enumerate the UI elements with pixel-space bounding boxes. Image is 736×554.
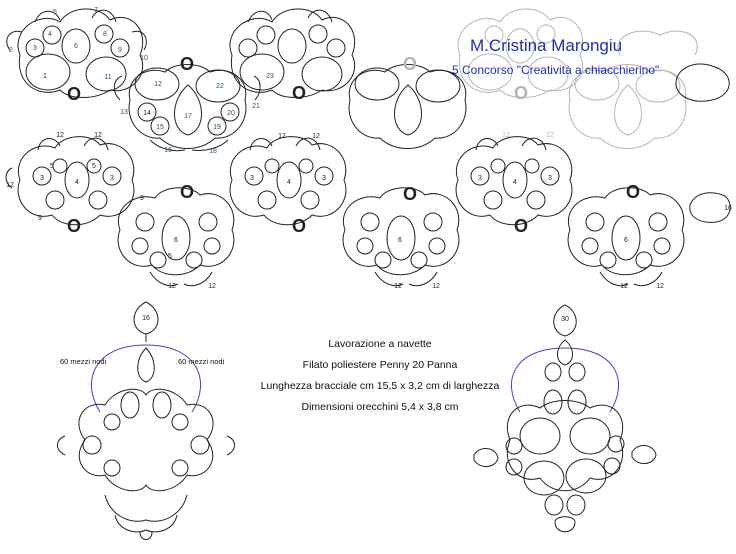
- bracelet-count-15: 12: [278, 133, 286, 140]
- bracelet-count-8: 4: [75, 179, 79, 186]
- ring-label-top-11: 11: [104, 74, 111, 81]
- bracelet-count-21: 12: [394, 283, 402, 290]
- ring-label-top-17: 17: [184, 113, 192, 120]
- author-title: M.Cristina Marongiu: [470, 36, 623, 55]
- contest-subtitle: 5 Concorso "Creatività a chiacchierino": [452, 63, 660, 77]
- bracelet-count-10: 9: [140, 195, 144, 202]
- ring-label-top-13: 13: [120, 109, 128, 116]
- ring-label-top-10: 10: [140, 55, 148, 62]
- ring-label-top-21: 21: [252, 103, 260, 110]
- bracelet-count-24: 12: [546, 132, 554, 139]
- bracelet-count-13: 12: [168, 283, 176, 290]
- ring-label-top-5: 5: [53, 9, 57, 16]
- bracelet-count-12: 6: [174, 237, 178, 244]
- ring-label-top-12: 12: [154, 81, 162, 88]
- bead-11: O: [626, 182, 640, 202]
- bracelet-count-30: 12: [656, 283, 664, 290]
- earring-left-drawing: [57, 301, 235, 540]
- bead-1: O: [67, 84, 81, 104]
- bracelet-count-11: 5: [168, 253, 172, 260]
- ring-label-top-14: 14: [143, 110, 151, 117]
- bracelet-count-6: 3: [40, 175, 44, 182]
- ring-label-top-18: 18: [209, 148, 217, 155]
- instruction-line-3: Lunghezza bracciale cm 15,5 x 3,2 cm di …: [260, 380, 500, 392]
- bracelet-count-14: 12: [208, 283, 216, 290]
- ring-label-top-19: 19: [213, 124, 221, 131]
- bracelet-count-22: 12: [432, 283, 440, 290]
- bracelet-count-9: 9: [38, 215, 42, 222]
- bracelet-count-27: 3: [548, 175, 552, 182]
- ring-label-top-7: 7: [94, 7, 98, 14]
- instruction-line-4: Dimensioni orecchini 5,4 x 3,8 cm: [301, 401, 459, 413]
- bracelet-count-19: 3: [322, 175, 326, 182]
- bracelet-count-3: 12: [6, 182, 14, 189]
- bracelet-count-20: 6: [398, 237, 402, 244]
- instruction-line-2: Filato poliestere Penny 20 Panna: [302, 359, 458, 371]
- bracelet-count-1: 12: [56, 132, 64, 139]
- bead-10: O: [514, 216, 528, 236]
- ring-label-top-1: 1: [43, 73, 47, 80]
- bracelet-count-5: 5: [92, 163, 96, 170]
- bracelet-end-ring: [689, 192, 731, 223]
- bracelet-count-23: 12: [502, 132, 510, 139]
- bracelet-count-26: 3: [478, 175, 482, 182]
- bracelet-count-17: 4: [287, 179, 291, 186]
- ring-label-top-4: 4: [48, 31, 52, 38]
- earring-right-top-ring-label: 30: [561, 316, 569, 323]
- top-motif-3: [229, 8, 356, 98]
- bead-6: O: [67, 216, 81, 236]
- instruction-line-1: Lavorazione a navette: [328, 338, 432, 350]
- bracelet-count-28: 6: [624, 237, 628, 244]
- ring-label-top-3: 3: [33, 45, 37, 52]
- ring-label-top-2: 2: [9, 47, 13, 54]
- earring-left-label-left: 60 mezzi nodi: [60, 357, 107, 366]
- bracelet-count-16: 12: [312, 133, 320, 140]
- top-motif-4-partial: [348, 64, 467, 149]
- top-motif-2: [113, 64, 261, 152]
- instructions-block: Lavorazione a navette Filato poliestere …: [230, 334, 530, 418]
- bead-8: O: [292, 216, 306, 236]
- bracelet-row: [5, 136, 731, 287]
- ring-label-top-23: 23: [266, 73, 274, 80]
- bracelet-count-29: 12: [620, 283, 628, 290]
- bracelet-count-31: 16: [724, 205, 732, 212]
- bracelet-count-25: 4: [513, 179, 517, 186]
- bead-9: O: [403, 184, 417, 204]
- ring-label-top-16: 16: [164, 147, 172, 154]
- earring-right-drawing: [473, 304, 657, 533]
- bead-2: O: [180, 54, 194, 74]
- faded-continuation: [457, 8, 698, 149]
- top-band-end-ring: [675, 63, 730, 102]
- bead-5: O: [514, 83, 528, 103]
- ring-label-top-15: 15: [156, 124, 164, 131]
- bracelet-count-7: 3: [110, 175, 114, 182]
- earring-left-top-ring-label: 16: [142, 315, 150, 322]
- ring-label-top-6: 6: [74, 43, 78, 50]
- bracelet-count-18: 3: [250, 175, 254, 182]
- earring-left-label-right: 60 mezzi nodi: [178, 357, 225, 366]
- bead-4: O: [403, 54, 417, 74]
- ring-label-top-8: 8: [103, 31, 107, 38]
- ring-label-top-20: 20: [227, 110, 235, 117]
- bracelet-count-2: 12: [94, 132, 102, 139]
- bead-7: O: [180, 182, 194, 202]
- ring-label-top-22: 22: [216, 83, 224, 90]
- top-motif-1: [6, 8, 147, 98]
- ring-label-top-9: 9: [118, 47, 122, 54]
- bracelet-count-4: 5: [50, 163, 54, 170]
- bead-3: O: [292, 83, 306, 103]
